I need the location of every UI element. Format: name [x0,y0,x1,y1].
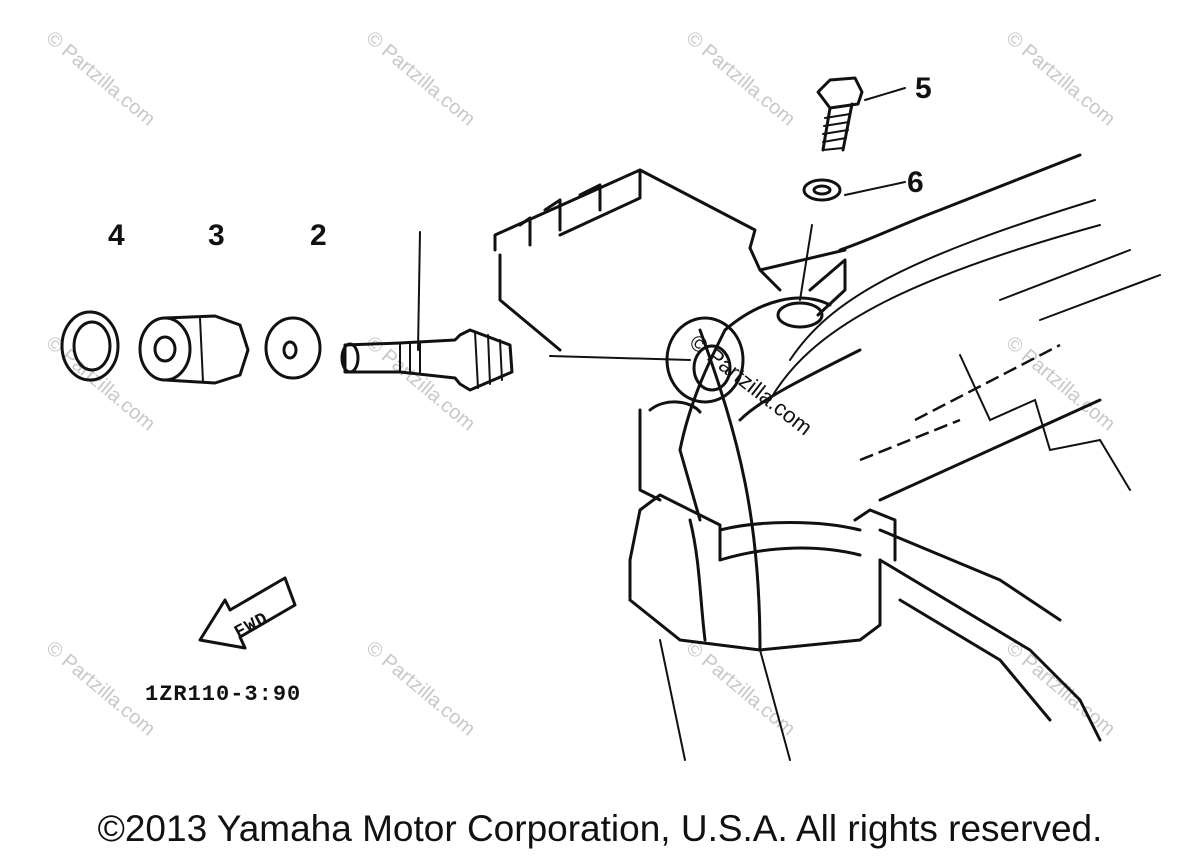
watermark: © Partzilla.com [42,332,159,435]
part-4-oil-seal [60,310,120,382]
part-2-washer [264,316,322,380]
watermark: © Partzilla.com [1002,27,1119,130]
part-1-gear-shaft [340,328,514,392]
callout-2: 2 [310,219,327,252]
part-3-bushing [138,314,250,385]
watermark: © Partzilla.com [362,637,479,740]
callout-6: 6 [907,166,924,199]
callout-4: 4 [108,219,125,252]
watermark: © Partzilla.com [362,27,479,130]
watermark: © Partzilla.com [42,637,159,740]
watermark-dark: © Partzilla.com [685,329,817,440]
callout-5: 5 [915,72,932,105]
callout-numbers: 4 3 2 5 6 [108,72,932,252]
part-5-bolt [816,76,864,152]
watermark: © Partzilla.com [1002,332,1119,435]
watermark: © Partzilla.com [42,27,159,130]
front-arrow-label: FWD [231,609,272,643]
watermark: © Partzilla.com [682,637,799,740]
front-direction-arrow: FWD [198,576,297,650]
leader-lines [417,87,906,361]
copyright-notice: ©2013 Yamaha Motor Corporation, U.S.A. A… [97,808,1103,849]
watermark: © Partzilla.com [1002,637,1119,740]
engine-casing [493,153,1161,761]
watermark: © Partzilla.com [682,27,799,130]
callout-3: 3 [208,219,225,252]
part-6-washer [802,178,842,202]
diagram-code: 1ZR110-3:90 [145,682,301,707]
